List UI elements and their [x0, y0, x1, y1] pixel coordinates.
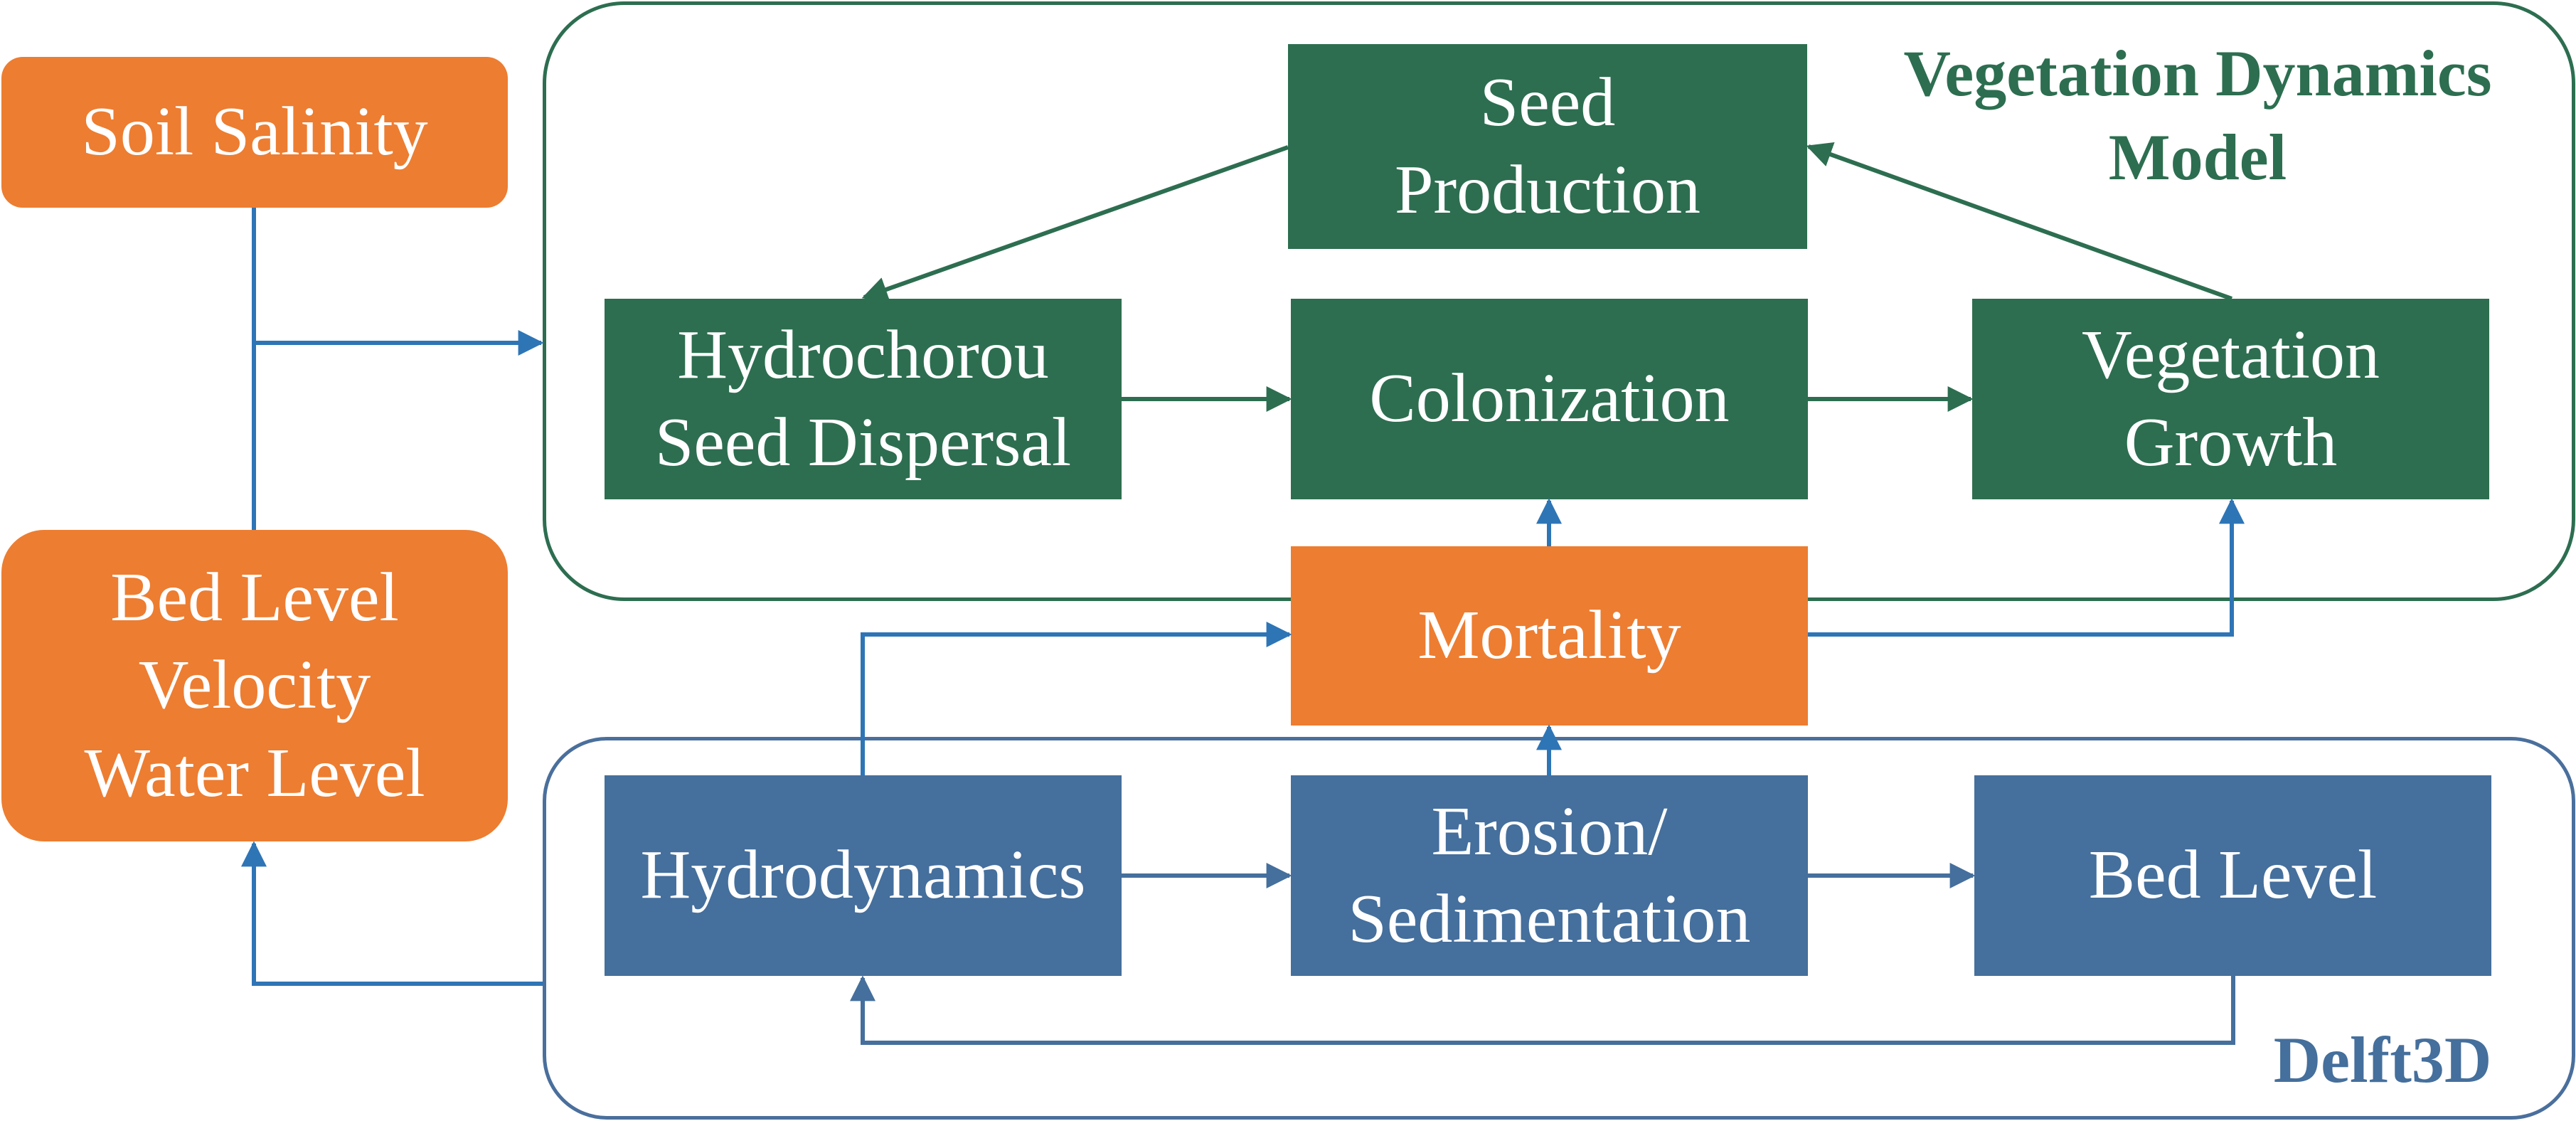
- arrow-growth-to-seed-production: [1806, 142, 2233, 301]
- bed-level-box: Bed Level: [1974, 775, 2491, 976]
- arrow-delft3d-to-outputs-box: [241, 841, 543, 986]
- vegetation-model-title: Vegetation Dynamics Model: [1903, 37, 2492, 193]
- arrow-seed-production-to-dispersal: [861, 145, 1289, 302]
- arrow-hydrodynamics-to-mortality: [861, 622, 1292, 775]
- bed-level-velocity-water-level-box: Bed Level Velocity Water Level: [1, 530, 508, 841]
- mortality-box: Mortality: [1291, 546, 1808, 726]
- seed-dispersal-box: Hydrochorou Seed Dispersal: [605, 299, 1122, 499]
- arrow-bed-level-to-hydrodynamics: [850, 975, 2235, 1045]
- erosion-sedimentation-box: Erosion/ Sedimentation: [1291, 775, 1808, 976]
- hydrodynamics-box: Hydrodynamics: [605, 775, 1122, 976]
- delft3d-title: Delft3D: [2273, 1024, 2492, 1096]
- vegetation-growth-box: Vegetation Growth: [1972, 299, 2489, 499]
- arrow-mortality-to-growth: [1808, 498, 2245, 637]
- colonization-box: Colonization: [1291, 299, 1808, 499]
- seed-production-box: Seed Production: [1288, 44, 1807, 249]
- soil-salinity-box: Soil Salinity: [1, 57, 508, 208]
